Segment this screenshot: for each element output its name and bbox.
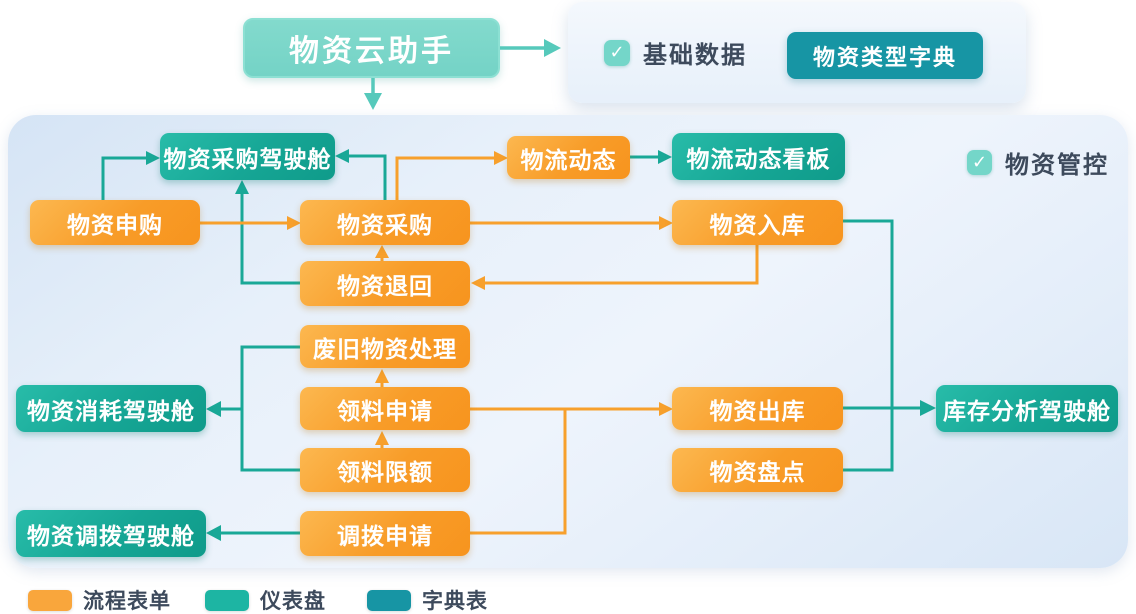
legend-item-dashboard: 仪表盘 (205, 585, 326, 614)
legend-swatch-dashboard (205, 589, 249, 611)
material-control-label: 物资管控 (1005, 152, 1109, 179)
base-data-label: 基础数据 (643, 42, 747, 69)
connector-title-to-panel (364, 78, 382, 110)
legend-label: 流程表单 (83, 590, 171, 613)
node-material-quota[interactable]: 领料限额 (300, 448, 470, 492)
checkbox-checked-icon[interactable]: ✓ (967, 150, 992, 175)
legend-swatch-dictionary (367, 589, 411, 611)
app-title: 物资云助手 (243, 18, 500, 78)
node-transfer-request[interactable]: 调拨申请 (300, 511, 470, 556)
node-material-request[interactable]: 领料申请 (300, 387, 470, 430)
connector-title-to-card (500, 39, 561, 57)
legend-label: 字典表 (422, 590, 488, 613)
node-logistics-board[interactable]: 物流动态看板 (672, 133, 845, 180)
node-inbound[interactable]: 物资入库 (672, 200, 843, 245)
legend-label: 仪表盘 (260, 590, 326, 613)
node-stocktaking[interactable]: 物资盘点 (672, 448, 843, 492)
material-control-panel (8, 115, 1128, 568)
node-transfer-dashboard[interactable]: 物资调拨驾驶舱 (16, 510, 206, 557)
node-consumption-dashboard[interactable]: 物资消耗驾驶舱 (16, 385, 206, 432)
node-inventory-dashboard[interactable]: 库存分析驾驶舱 (936, 385, 1118, 432)
node-purchase[interactable]: 物资采购 (300, 200, 470, 245)
node-logistics[interactable]: 物流动态 (507, 136, 630, 179)
node-scrap-disposal[interactable]: 废旧物资处理 (300, 325, 470, 368)
material-type-dictionary-button[interactable]: 物资类型字典 (787, 32, 983, 79)
checkbox-checked-icon[interactable]: ✓ (604, 39, 630, 66)
legend-item-dictionary: 字典表 (367, 585, 488, 614)
node-outbound[interactable]: 物资出库 (672, 387, 843, 430)
node-purchase-dashboard[interactable]: 物资采购驾驶舱 (160, 133, 335, 180)
legend-swatch-process-form (28, 589, 72, 611)
node-purchase-request[interactable]: 物资申购 (30, 200, 200, 245)
base-data-card: ✓ 基础数据 物资类型字典 (568, 2, 1026, 103)
legend-item-process-form: 流程表单 (28, 585, 171, 614)
material-control-group: ✓ 物资管控 (967, 145, 1109, 180)
node-material-return[interactable]: 物资退回 (300, 261, 470, 306)
